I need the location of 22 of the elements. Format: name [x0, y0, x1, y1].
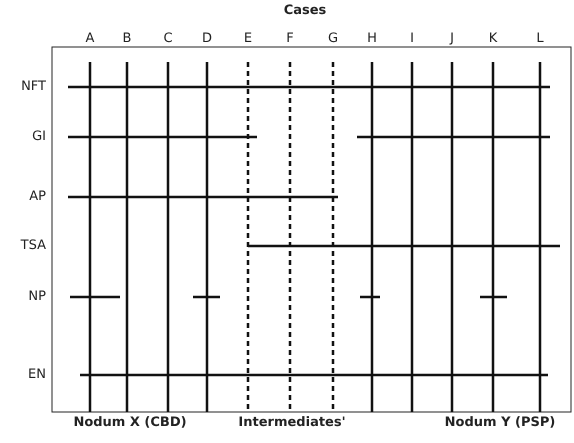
- case-letter: G: [326, 31, 340, 46]
- group-label: Nodum X (CBD): [72, 415, 188, 430]
- feature-label: NFT: [21, 79, 46, 94]
- case-letter: L: [535, 31, 545, 46]
- case-letter: E: [242, 31, 254, 46]
- feature-label: GI: [32, 129, 46, 144]
- feature-label: TSA: [20, 238, 46, 253]
- feature-label: AP: [29, 189, 46, 204]
- group-label: Intermediates': [237, 415, 347, 430]
- case-letter: H: [366, 31, 378, 46]
- feature-label: EN: [28, 367, 46, 382]
- case-letter: F: [285, 31, 295, 46]
- case-letter: D: [200, 31, 213, 46]
- group-label: Nodum Y (PSP): [444, 415, 556, 430]
- case-letter: K: [488, 31, 498, 46]
- case-letter: A: [84, 31, 96, 46]
- case-letter: I: [409, 31, 415, 46]
- case-letter: C: [162, 31, 174, 46]
- feature-label: NP: [28, 289, 46, 304]
- case-letter: J: [448, 31, 455, 46]
- case-letter: B: [122, 31, 132, 46]
- chart-title: Cases: [284, 3, 326, 18]
